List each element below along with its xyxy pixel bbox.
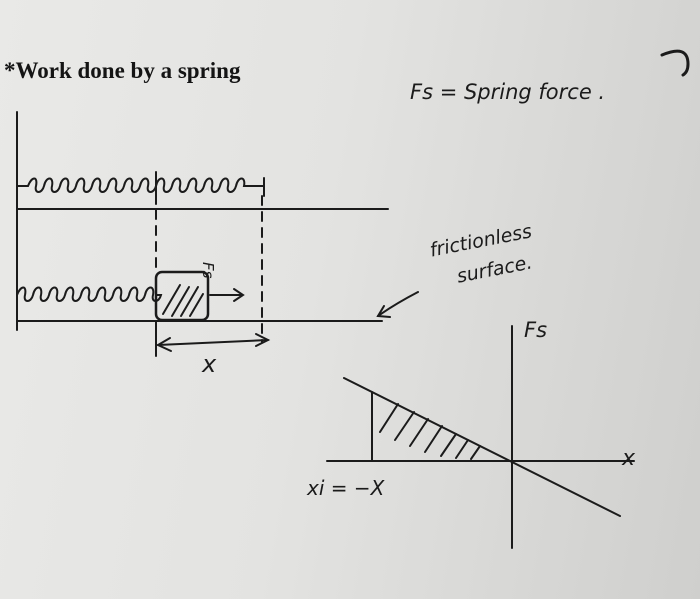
coiled-spring-icon xyxy=(16,286,163,302)
spring-force-definition: Fs = Spring force . xyxy=(410,80,606,104)
section-heading: *Work done by a spring xyxy=(4,58,241,83)
force-line xyxy=(343,377,621,517)
coiled-spring-icon xyxy=(16,177,265,193)
xi-label: xi = −X xyxy=(307,476,385,500)
displacement-arrow xyxy=(157,339,269,346)
displacement-label: x xyxy=(202,350,217,378)
fs-axis-label: Fs xyxy=(524,318,548,342)
x-axis-label: x xyxy=(622,446,636,471)
hatched-block-icon xyxy=(154,270,210,322)
hook-mark-icon xyxy=(660,49,690,77)
surface-leader xyxy=(377,291,419,317)
fs-arrow-label: Fs xyxy=(199,262,217,279)
